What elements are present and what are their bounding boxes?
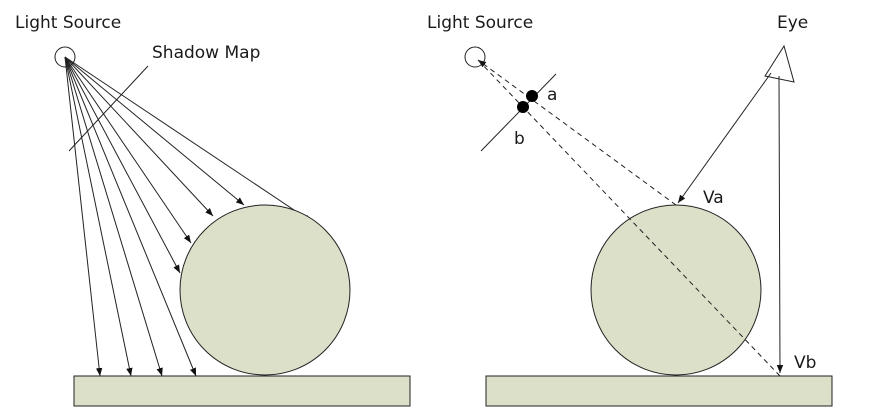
point-a (526, 90, 538, 102)
dashed-ray-vb (477, 59, 781, 377)
dashed-ray-va (477, 59, 677, 206)
left-panel: Light Source Shadow Map (15, 13, 411, 407)
eye-ray-vb (776, 75, 784, 374)
light-ray (64, 56, 197, 377)
va-label: Va (703, 188, 724, 208)
left-light-source-label: Light Source (15, 13, 121, 33)
point-a-label: a (547, 85, 557, 105)
light-ray (64, 56, 133, 377)
light-ray (64, 56, 192, 244)
shadow-map-label: Shadow Map (152, 43, 260, 63)
light-ray (64, 56, 103, 377)
vb-label: Vb (794, 353, 816, 373)
light-ray (64, 56, 181, 274)
point-b (517, 101, 529, 113)
light-ray (64, 56, 214, 217)
left-ground-plane (73, 375, 411, 407)
point-b-label: b (514, 129, 525, 149)
left-sphere (179, 204, 351, 376)
light-ray (64, 56, 163, 377)
light-rays (64, 56, 313, 377)
shadow-map-plane (68, 65, 149, 152)
light-ray (64, 56, 313, 223)
right-light-source-label: Light Source (427, 13, 533, 33)
eye-label: Eye (777, 13, 808, 33)
eye-ray-va (677, 72, 772, 204)
right-ground-plane (485, 375, 833, 407)
right-panel: Light Source Eye a b Va Vb (427, 13, 833, 407)
right-light-source (464, 46, 486, 68)
right-sphere (590, 204, 762, 376)
shadow-map-plane (480, 73, 557, 152)
light-ray (64, 56, 245, 206)
